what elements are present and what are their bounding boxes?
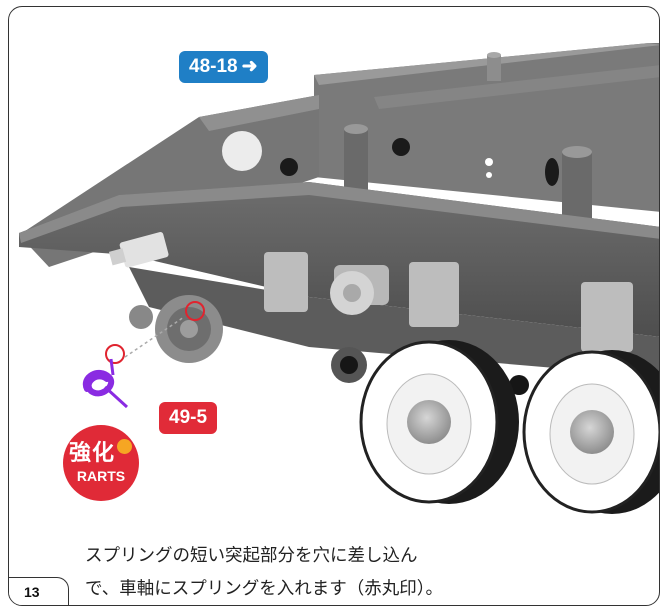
page-frame: 48-18➜ 49-5 強化 RARTS スプリングの短い突起部分を穴に差し込ん… — [8, 6, 660, 606]
side-hull — [19, 182, 659, 377]
logo-text: RARTS — [76, 468, 126, 484]
page-number-tab: 13 — [9, 577, 69, 605]
arrow-right-icon: ➜ — [241, 56, 258, 77]
red-circle-markers — [105, 301, 205, 364]
page-number: 13 — [24, 584, 40, 600]
logo-dot-icon — [117, 439, 132, 454]
tank-hull-illustration — [19, 43, 659, 514]
spring-part — [82, 358, 129, 409]
part-number-badge-top: 48-18➜ — [179, 51, 268, 83]
logo-kanji: 強化 — [69, 440, 116, 465]
road-wheels — [359, 340, 659, 514]
caption-line-2: で、車軸にスプリングを入れます（赤丸印）。 — [85, 579, 444, 599]
part-number-text: 49-5 — [169, 407, 208, 428]
part-number-badge-bottom: 49-5 — [159, 402, 218, 434]
part-number-text: 48-18 — [189, 56, 238, 77]
suspension-units — [108, 232, 633, 352]
enhanced-parts-logo: 強化 RARTS — [63, 425, 139, 501]
caption-line-1: スプリングの短い突起部分を穴に差し込ん — [85, 546, 418, 566]
instruction-caption: スプリングの短い突起部分を穴に差し込ん で、車軸にスプリングを入れます（赤丸印）… — [85, 540, 444, 605]
